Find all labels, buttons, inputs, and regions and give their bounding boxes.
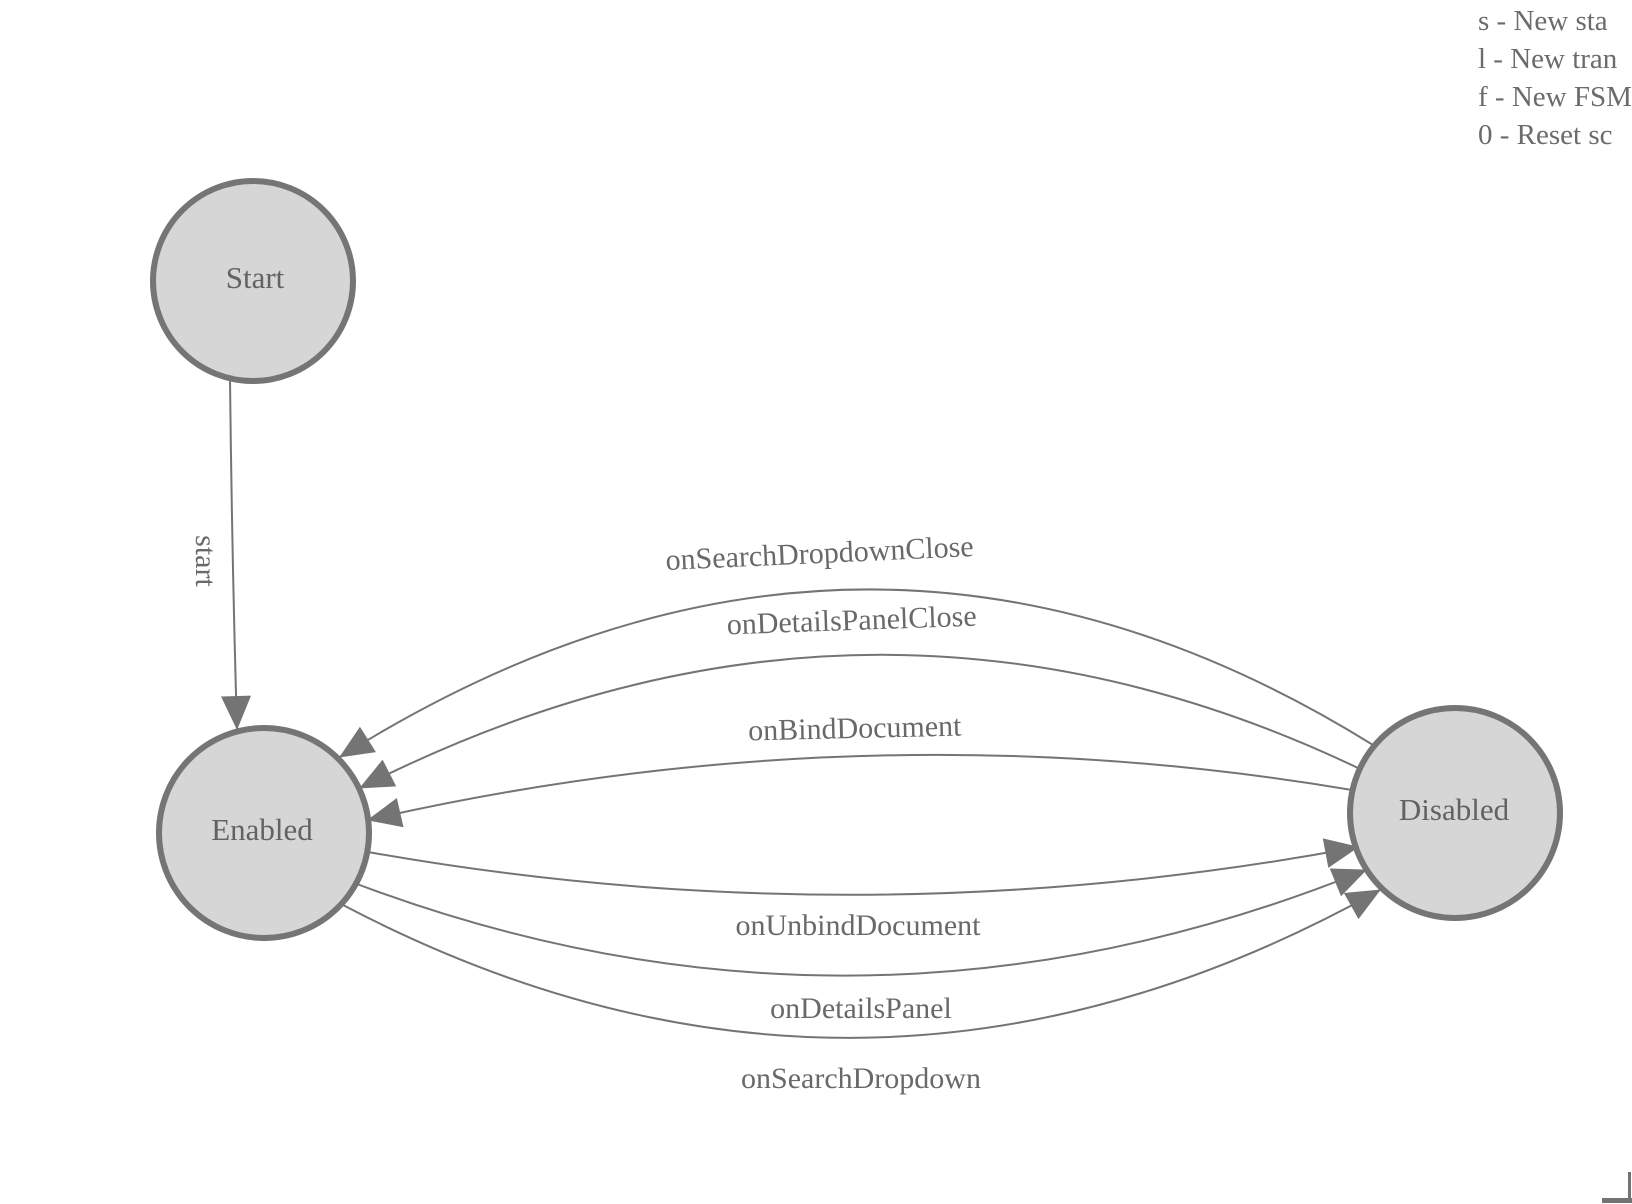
state-node-enabled[interactable] [156,725,372,941]
legend-line-new-transition: l - New tran [1478,43,1618,75]
canvas-border-corner [1602,1172,1632,1203]
state-label-enabled: Enabled [211,812,313,847]
edge-on-details-panel-close[interactable] [359,653,1359,789]
edge-label-on-search-dropdown: onSearchDropdown [741,1062,981,1095]
state-label-disabled: Disabled [1399,792,1510,827]
edge-on-bind-document[interactable] [367,753,1353,828]
edge-label-on-details-panel-close: onDetailsPanelClose [726,600,977,642]
shortcuts-legend: s - New sta l - New tran f - New FSM 0 -… [1478,2,1632,154]
edge-label-on-search-dropdown-close: onSearchDropdownClose [665,530,974,577]
legend-line-reset: 0 - Reset sc [1478,119,1613,151]
legend-line-new-fsm: f - New FSM [1478,81,1632,113]
edge-on-search-dropdown[interactable] [342,889,1381,1039]
state-node-start[interactable] [150,178,356,384]
edge-start[interactable] [221,378,252,730]
edge-label-on-unbind-document: onUnbindDocument [736,909,982,942]
edge-label-on-bind-document: onBindDocument [748,710,963,748]
state-label-start: Start [226,260,285,295]
edge-label-start: start [189,535,222,587]
state-node-disabled[interactable] [1347,705,1563,921]
edge-on-details-panel[interactable] [356,868,1367,977]
edge-on-unbind-document[interactable] [367,838,1359,896]
edge-on-search-dropdown-close[interactable] [339,588,1374,758]
legend-line-new-state: s - New sta [1478,5,1608,37]
edge-label-on-details-panel: onDetailsPanel [770,992,952,1025]
